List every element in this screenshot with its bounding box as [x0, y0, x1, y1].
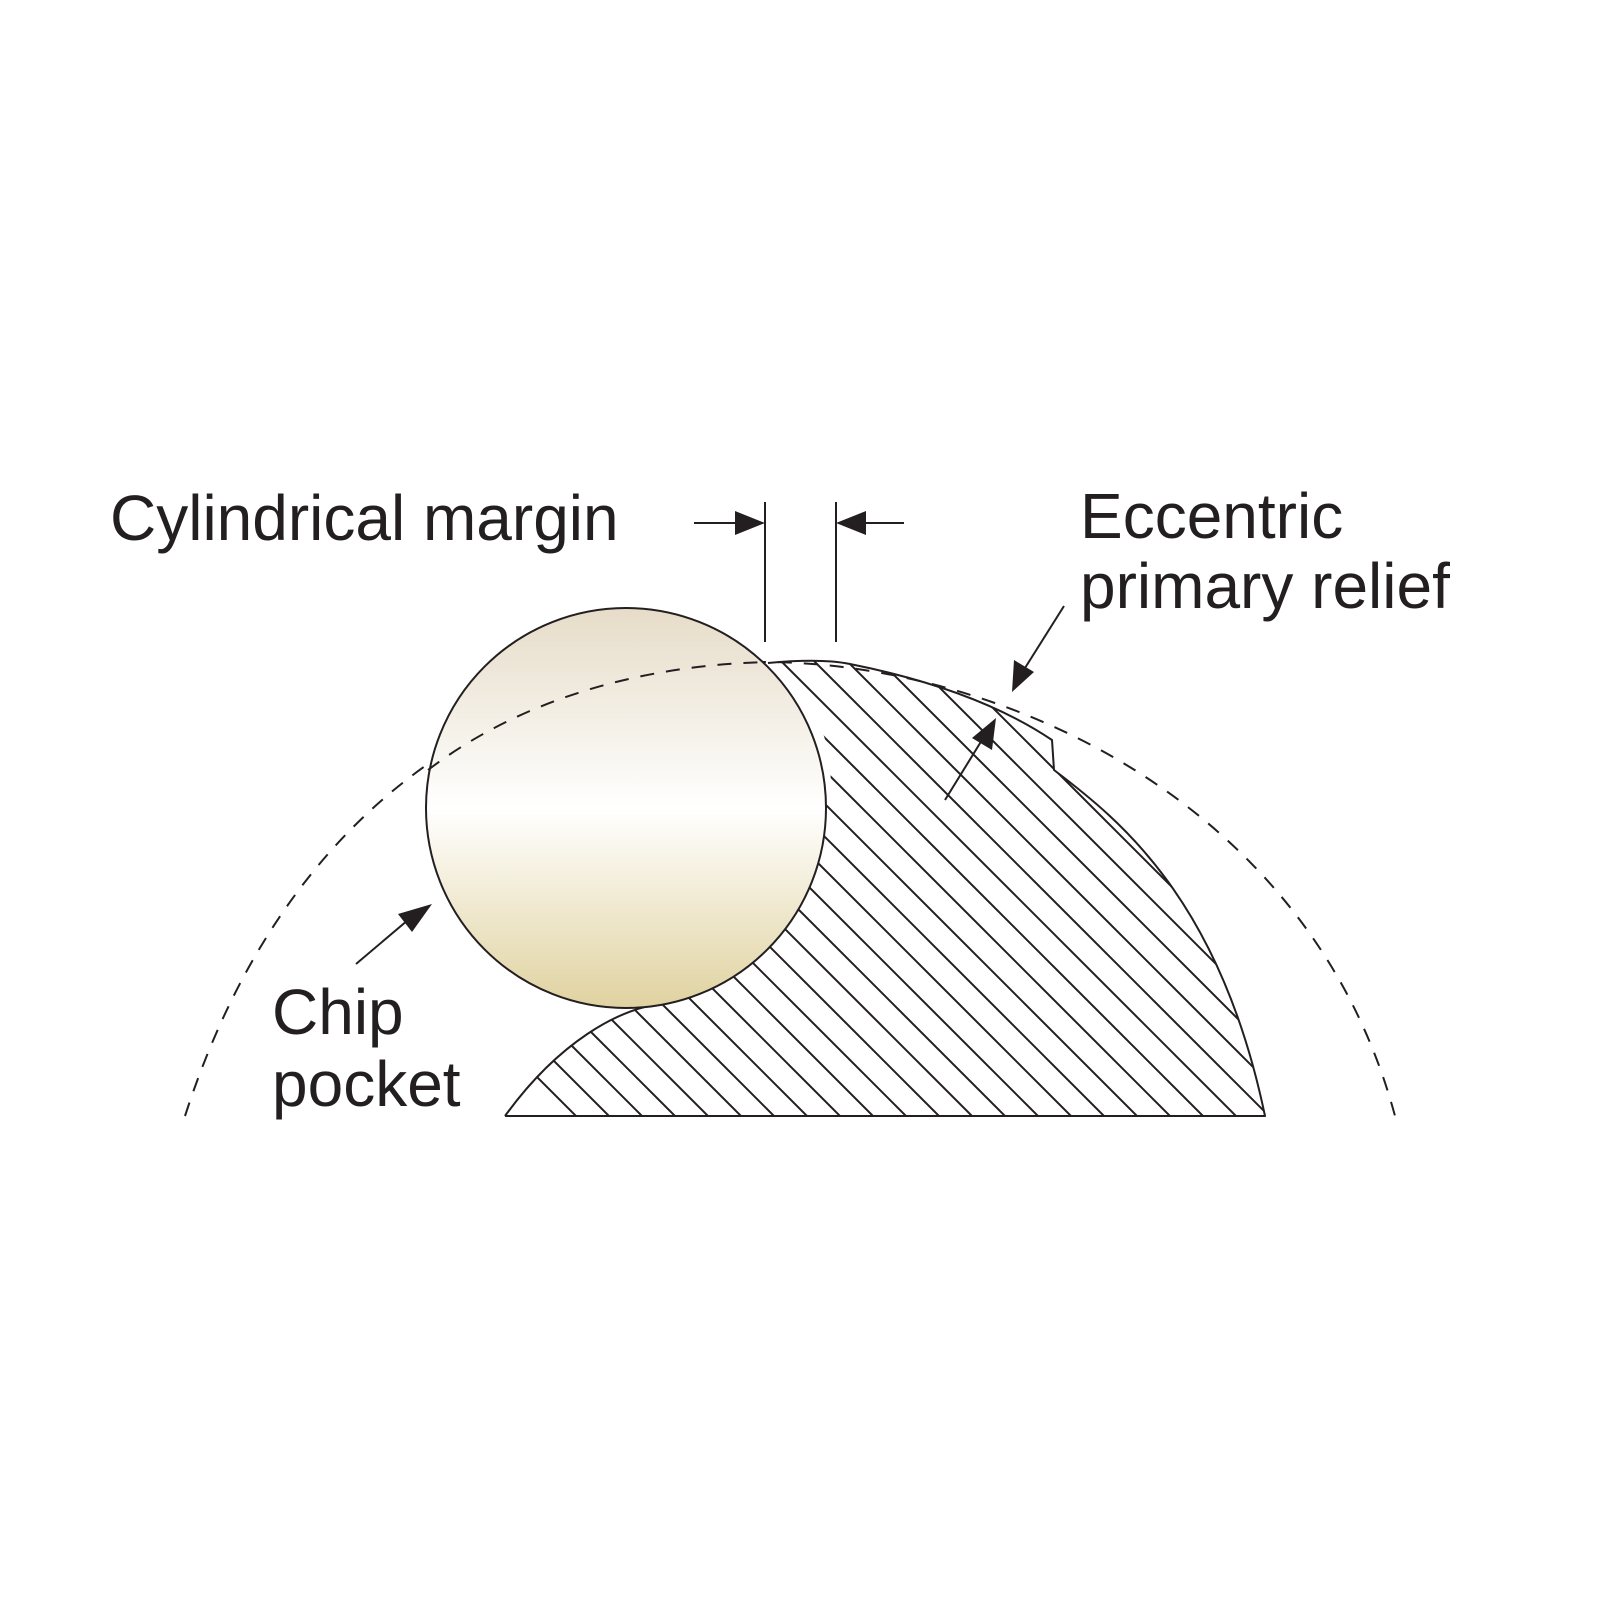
eccentric-arrow [1012, 660, 1034, 692]
relief-arrow-head [972, 718, 996, 750]
hatch-line [858, 660, 1265, 1116]
hatch-line [505, 660, 727, 1116]
hatch-line [505, 660, 694, 1116]
label-eccentric-line2: primary relief [1080, 550, 1450, 622]
hatch-line [1453, 640, 1600, 1200]
hatch-line [1552, 640, 1600, 1200]
hatch-line [759, 660, 1265, 1116]
hatch-line [1420, 640, 1600, 1200]
hatch-line [1585, 640, 1600, 1200]
chip-pocket-leader-line [355, 919, 409, 965]
hatch-line [505, 660, 760, 1116]
hatch-line [825, 660, 1265, 1116]
chip-pocket-circle [425, 607, 827, 1009]
hatch-line [792, 660, 1265, 1116]
hatch-line [1221, 660, 1265, 1116]
chip-pocket-arrow [398, 904, 432, 932]
eccentric-leader-line [1024, 605, 1065, 669]
margin-arrow-right [836, 511, 866, 535]
hatch-line [1354, 640, 1600, 1200]
label-eccentric-line1: Eccentric [1080, 480, 1343, 552]
label-chip-line2: pocket [272, 1048, 461, 1120]
hatch-line [1321, 640, 1600, 1200]
hatch-line [1519, 640, 1600, 1200]
outer-diameter-dashed-arc [184, 660, 1396, 1117]
hatch-line [1254, 660, 1265, 1116]
hatch-line [505, 660, 661, 1116]
margin-arrow-left [735, 511, 765, 535]
relief-arrow-line [944, 739, 983, 801]
label-chip-line1: Chip [272, 976, 404, 1048]
hatch-line [1288, 640, 1600, 1200]
label-cylindrical-margin: Cylindrical margin [110, 482, 619, 554]
hatch-line [1387, 640, 1600, 1200]
hatch-line [1486, 640, 1600, 1200]
